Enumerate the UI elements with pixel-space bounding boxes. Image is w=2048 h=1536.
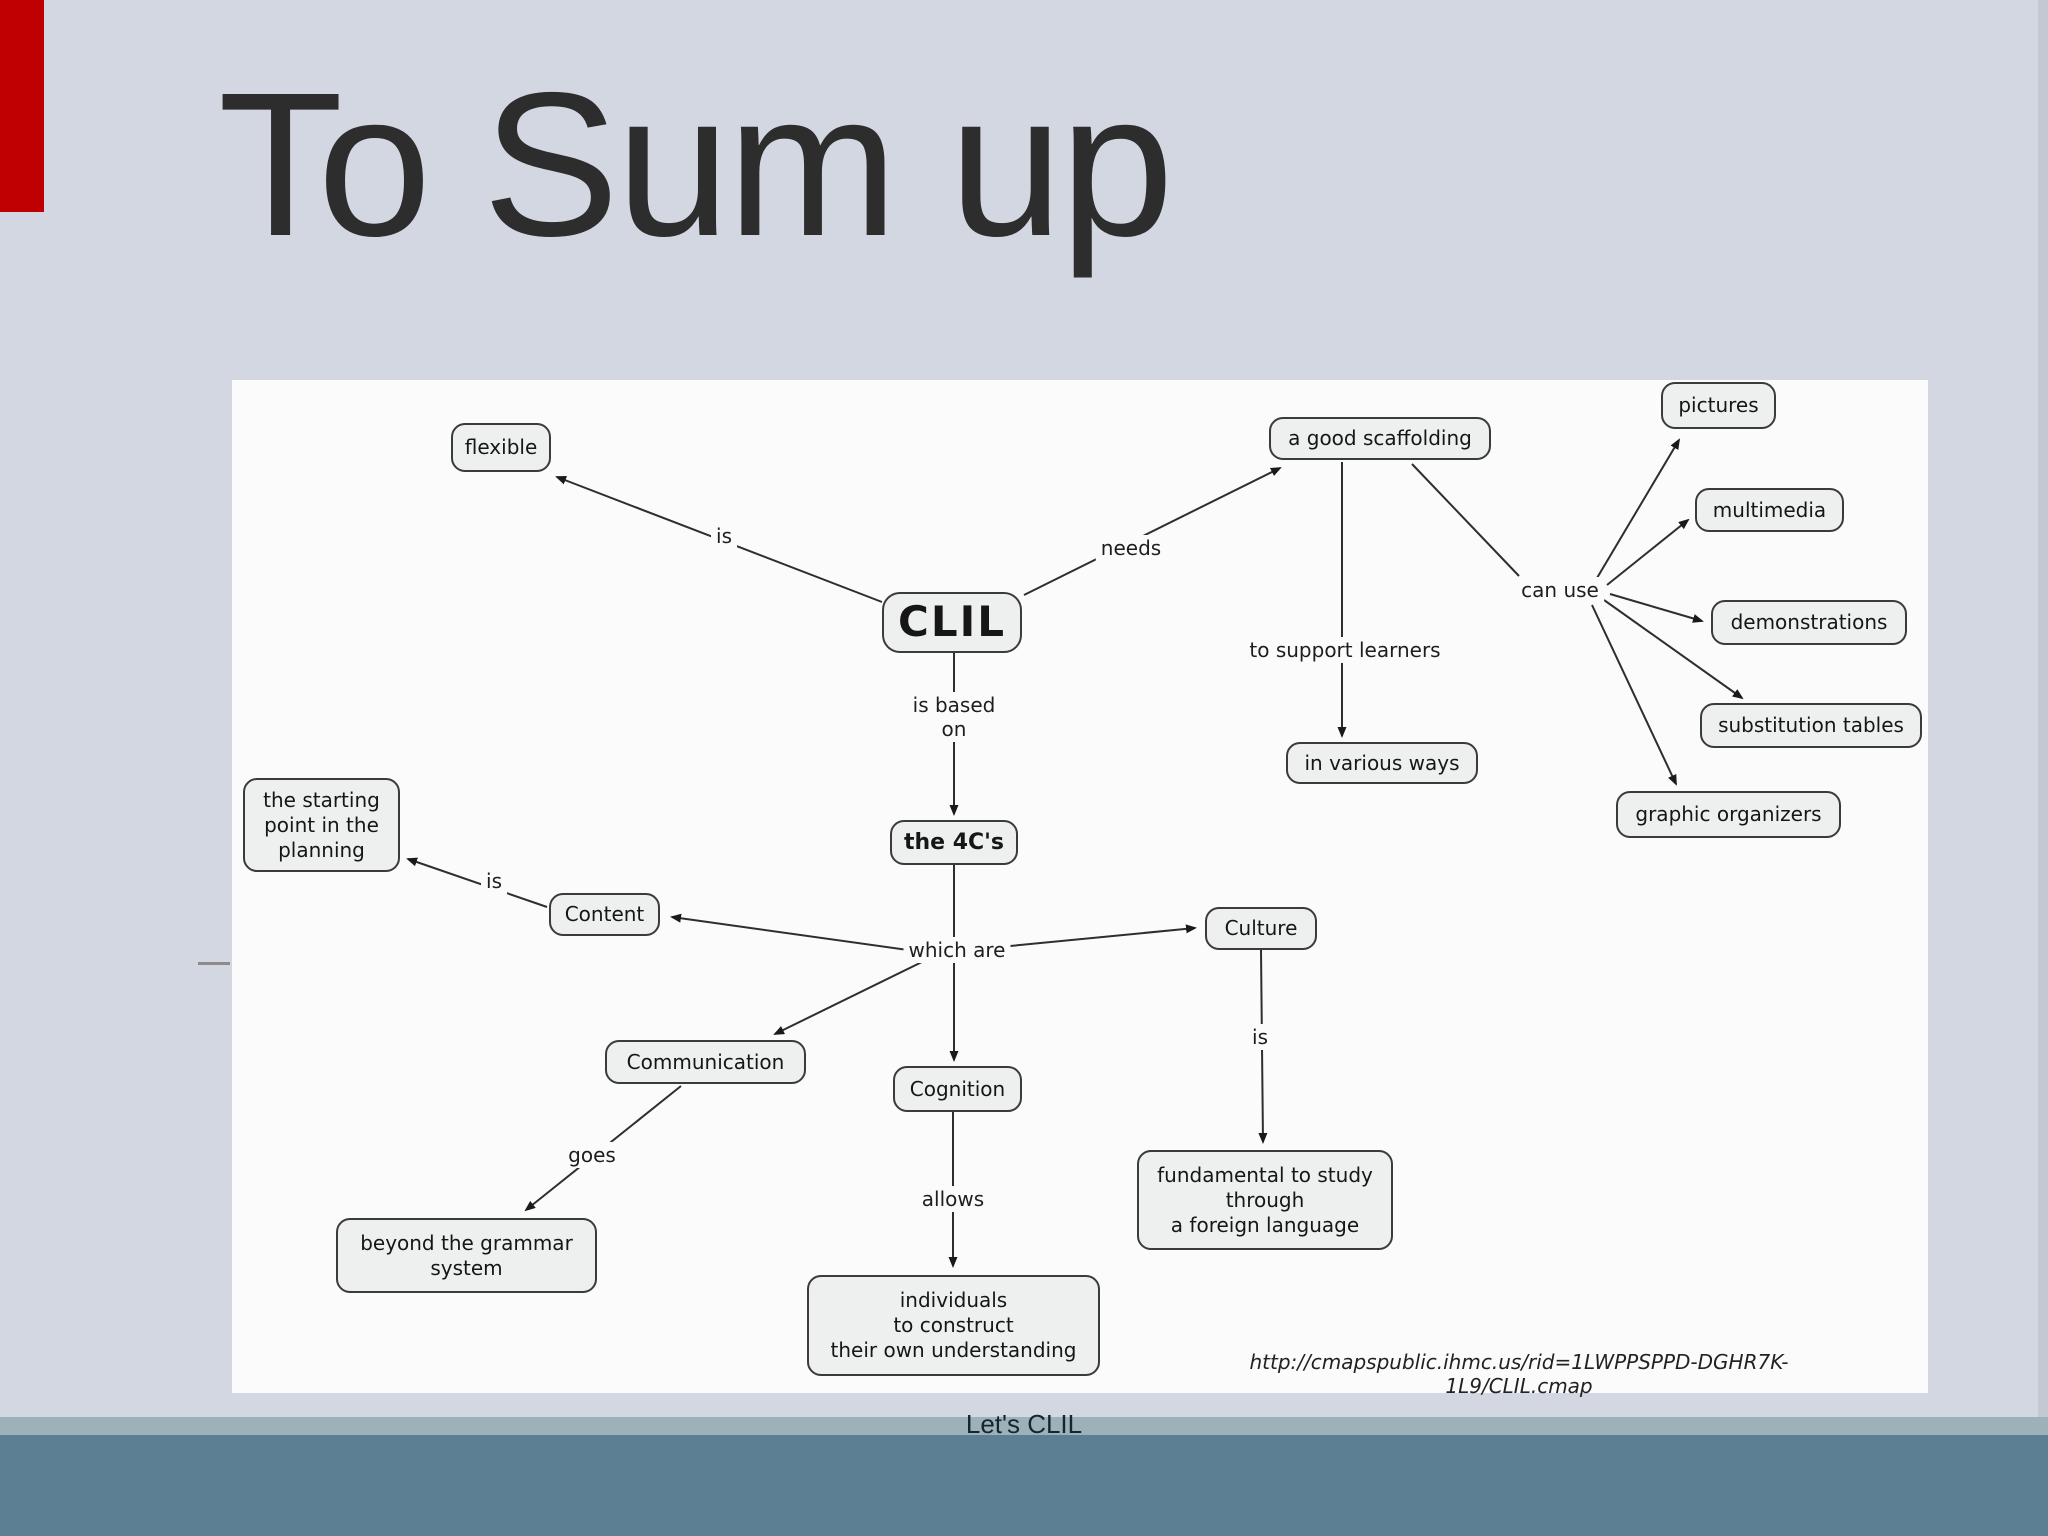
- edge-label-to-support-learners: to support learners: [1244, 637, 1446, 663]
- slide-title: To Sum up: [218, 50, 1174, 279]
- node-the-4cs: the 4C's: [890, 820, 1018, 865]
- edge-label-goes: goes: [563, 1142, 621, 1168]
- edge-label-can-use: can use: [1516, 577, 1604, 603]
- node-communication: Communication: [605, 1040, 806, 1084]
- footer-band-light: [0, 1417, 2048, 1435]
- node-demonstrations: demonstrations: [1711, 600, 1907, 645]
- node-in-various-ways: in various ways: [1286, 742, 1478, 784]
- edge-label-is-based-on: is based on: [907, 692, 1001, 742]
- node-starting-point: the starting point in the planning: [243, 778, 400, 872]
- node-pictures: pictures: [1661, 382, 1776, 429]
- concept-map: is needs can use to support learners is …: [232, 380, 1928, 1398]
- node-culture: Culture: [1205, 907, 1317, 950]
- node-individuals: individuals to construct their own under…: [807, 1275, 1100, 1376]
- node-clil: CLIL: [882, 592, 1022, 653]
- map-source-url: http://cmapspublic.ihmc.us/rid=1LWPPSPPD…: [1249, 1350, 1789, 1398]
- node-good-scaffolding: a good scaffolding: [1269, 417, 1491, 460]
- edge-label-is-flexible: is: [711, 523, 737, 549]
- node-substitution-tables: substitution tables: [1700, 703, 1922, 748]
- node-content: Content: [549, 893, 660, 936]
- edge-label-is-fundamental: is: [1247, 1024, 1273, 1050]
- node-fundamental: fundamental to study through a foreign l…: [1137, 1150, 1393, 1250]
- footer-caption: Let's CLIL: [965, 1409, 1083, 1439]
- red-accent-bar: [0, 0, 44, 212]
- edge-label-which-are: which are: [903, 937, 1011, 963]
- edge-label-allows: allows: [916, 1186, 990, 1212]
- footer-band-dark: [0, 1435, 2048, 1536]
- node-beyond-grammar: beyond the grammar system: [336, 1218, 597, 1293]
- node-multimedia: multimedia: [1695, 488, 1844, 532]
- node-cognition: Cognition: [893, 1066, 1022, 1112]
- edge-label-needs: needs: [1095, 535, 1167, 561]
- edge-label-is-starting-point: is: [481, 868, 507, 894]
- node-graphic-organizers: graphic organizers: [1616, 791, 1841, 838]
- slide-right-edge: [2038, 0, 2048, 1417]
- slide-edge-mark: [198, 962, 230, 965]
- node-flexible: flexible: [451, 423, 551, 472]
